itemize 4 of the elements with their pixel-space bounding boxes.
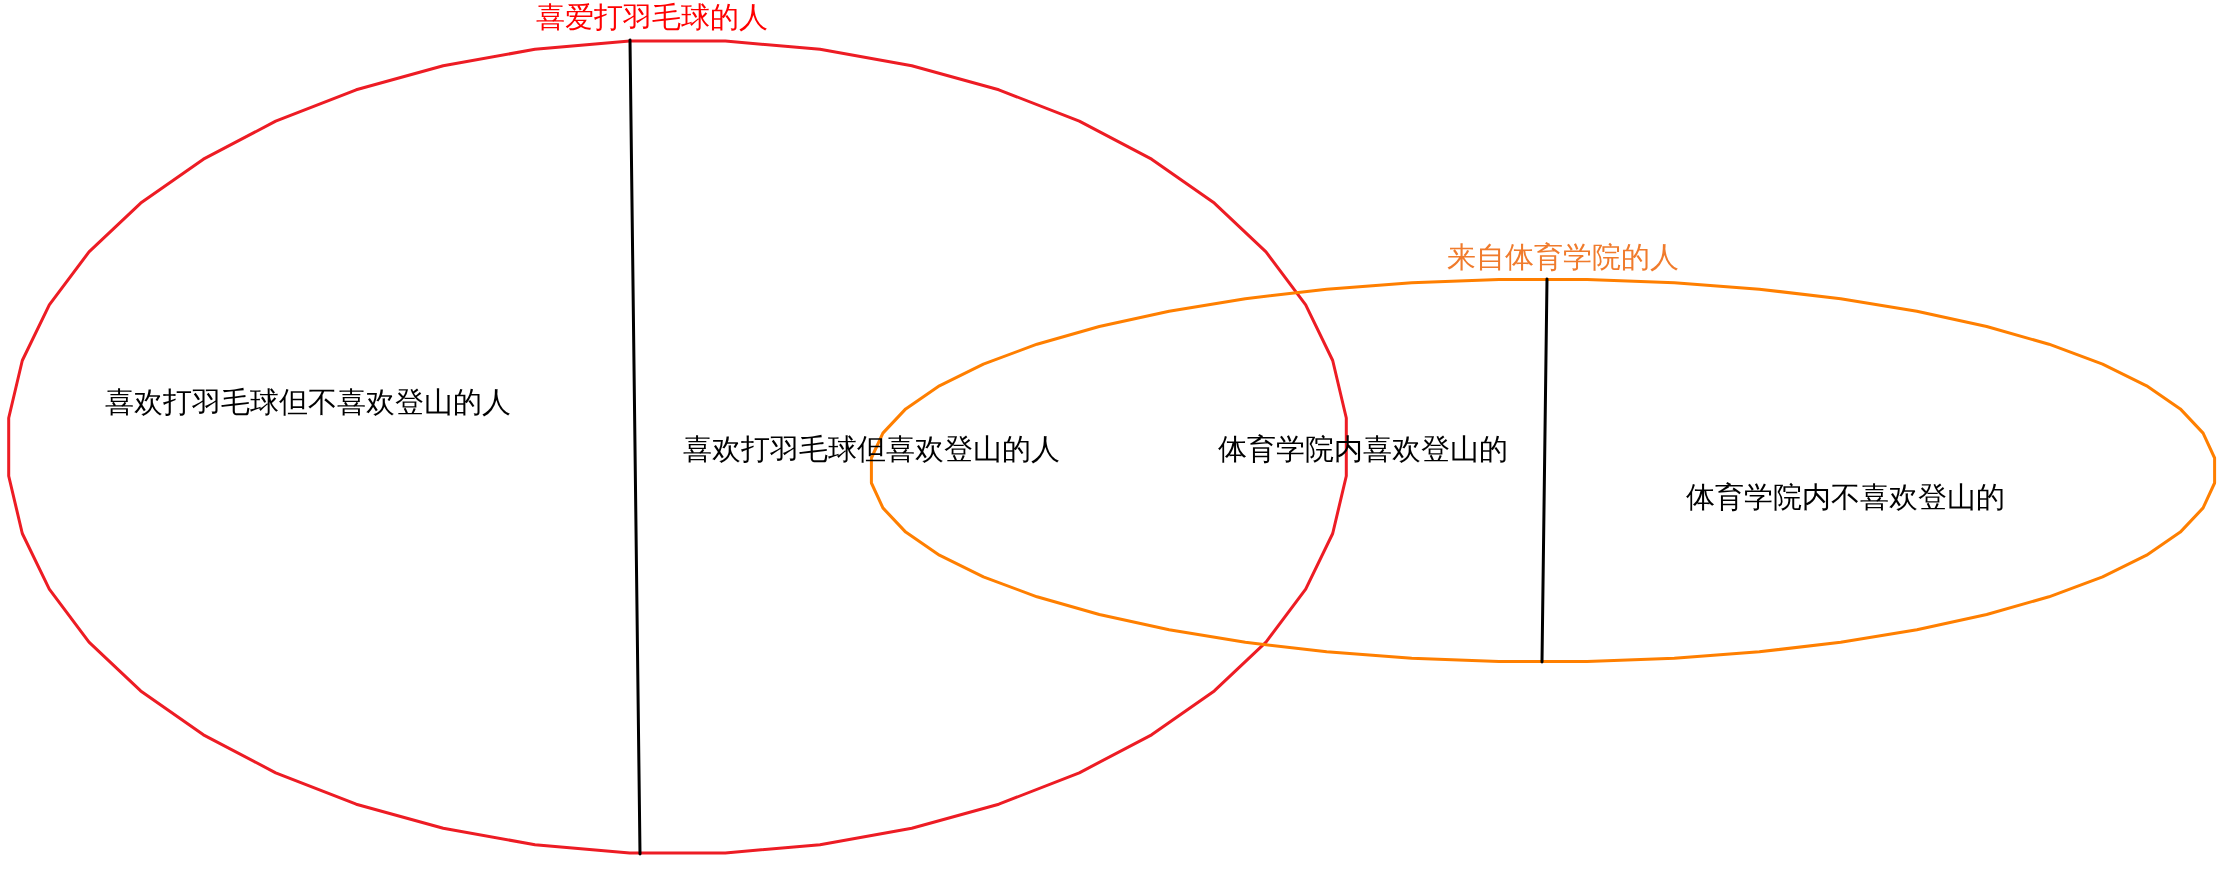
region-label: 喜欢打羽毛球但不喜欢登山的人	[105, 385, 511, 419]
set-title: 来自体育学院的人	[1447, 240, 1679, 274]
set-title: 喜爱打羽毛球的人	[536, 0, 768, 34]
region-label: 体育学院内不喜欢登山的	[1685, 480, 2005, 514]
